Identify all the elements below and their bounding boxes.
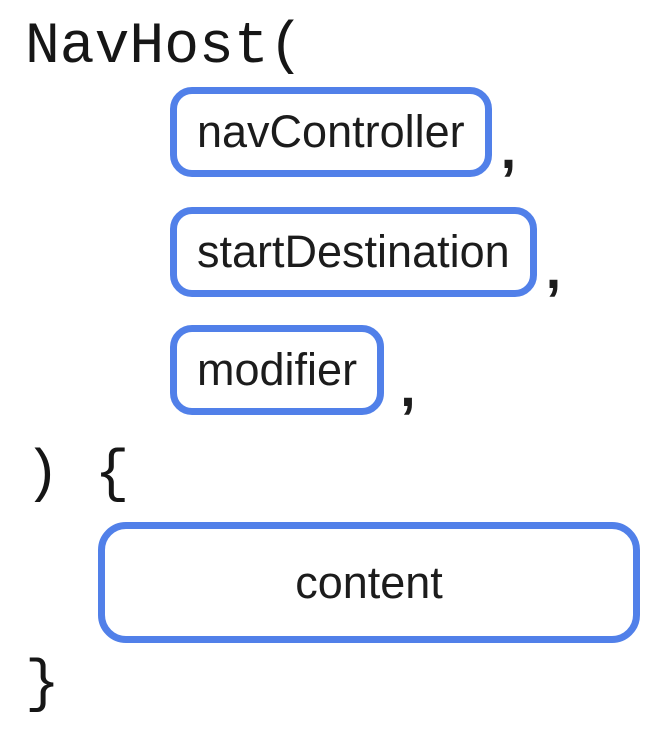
param-label-modifier: modifier xyxy=(197,344,358,395)
content-slot-label: content xyxy=(295,556,443,608)
param-label-startdestination: startDestination xyxy=(197,226,510,277)
code-line-close-paren-open-brace: ) { xyxy=(25,443,130,508)
code-line-close-brace: } xyxy=(25,653,60,718)
param-pill-startdestination: startDestination xyxy=(170,207,537,297)
param-row-navcontroller: navController , xyxy=(170,87,516,177)
code-line-navhost-open: NavHost( xyxy=(25,15,304,80)
comma-separator: , xyxy=(500,117,517,180)
comma-separator: , xyxy=(400,355,416,418)
param-pill-navcontroller: navController xyxy=(170,87,492,177)
param-label-navcontroller: navController xyxy=(197,106,465,157)
comma-separator: , xyxy=(545,237,562,300)
param-row-modifier: modifier , xyxy=(170,325,416,415)
param-pill-modifier: modifier xyxy=(170,325,385,415)
content-slot-pill: content xyxy=(98,522,640,643)
param-row-startdestination: startDestination , xyxy=(170,207,561,297)
